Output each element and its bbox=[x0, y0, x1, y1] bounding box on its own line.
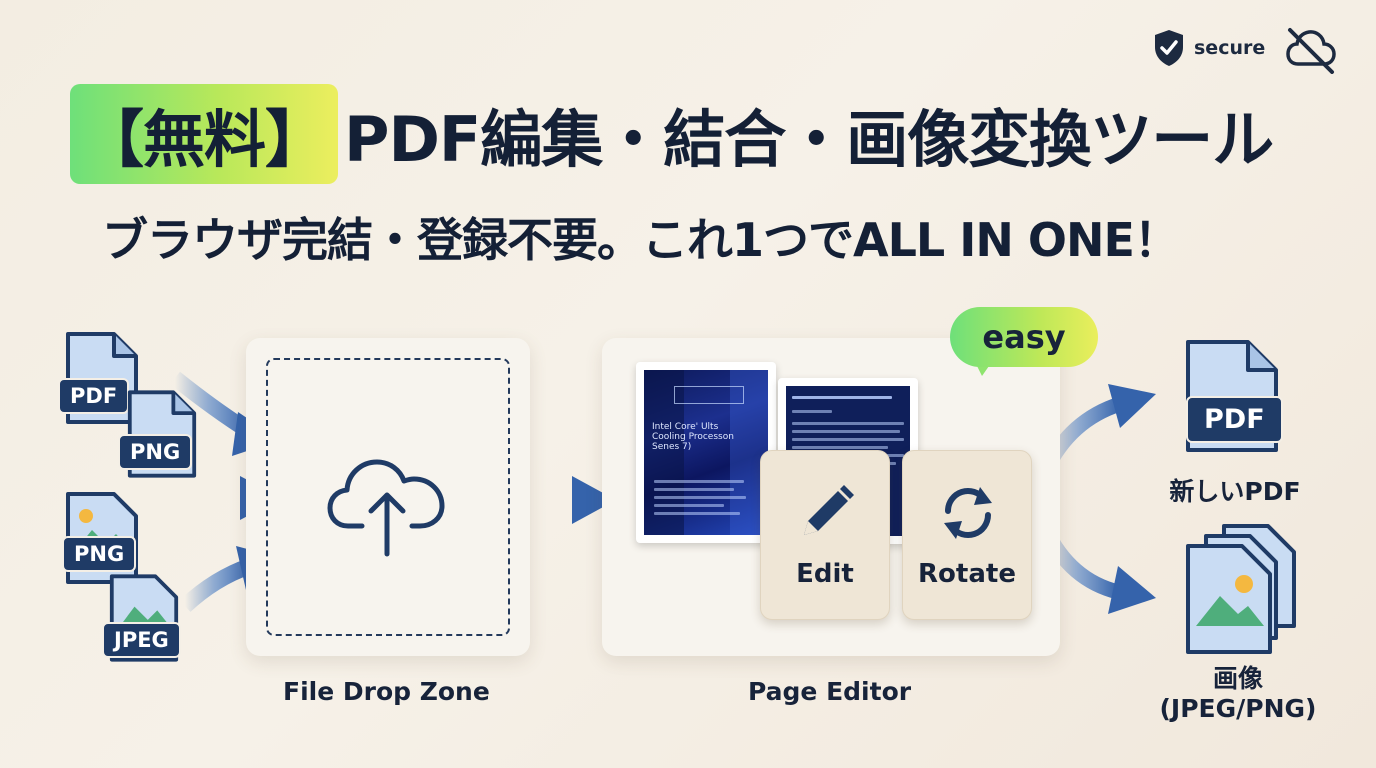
shield-check-icon bbox=[1155, 30, 1183, 66]
pencil-icon bbox=[804, 485, 854, 535]
file-type-tag: PDF bbox=[58, 378, 130, 414]
input-file-png: PNG bbox=[118, 388, 206, 488]
file-type-tag: PDF bbox=[1186, 396, 1283, 443]
editor-caption: Page Editor bbox=[748, 677, 912, 706]
rotate-icon bbox=[944, 487, 992, 539]
edit-button[interactable]: Edit bbox=[760, 450, 890, 620]
subtitle: ブラウザ完結・登録不要。これ1つでALL IN ONE！ bbox=[102, 213, 1180, 267]
free-badge: 【無料】 bbox=[70, 84, 339, 184]
thumbnail-text: Intel Core' Ults Cooling Processon Senes… bbox=[652, 422, 734, 452]
file-type-tag: PNG bbox=[118, 434, 193, 470]
cloud-off-icon bbox=[1286, 28, 1336, 74]
file-type-tag: PNG bbox=[62, 536, 137, 572]
arrow-to-pdf bbox=[1039, 384, 1156, 474]
output-pdf-label: 新しいPDF bbox=[1169, 477, 1301, 506]
main-title: 【無料】 PDF編集・結合・画像変換ツール bbox=[70, 84, 1274, 184]
secure-label: secure bbox=[1194, 37, 1266, 59]
dropzone-caption: File Drop Zone bbox=[283, 677, 490, 706]
page-thumbnail-image: Intel Core' Ults Cooling Processon Senes… bbox=[644, 370, 768, 535]
dropzone-dashed-border bbox=[266, 358, 510, 636]
output-image-label-line2: (JPEG/PNG) bbox=[1159, 694, 1317, 723]
easy-badge: easy bbox=[950, 307, 1098, 367]
edit-label: Edit bbox=[796, 559, 854, 589]
output-image-label: 画像 (JPEG/PNG) bbox=[1150, 664, 1326, 724]
output-pdf: PDF bbox=[1184, 338, 1284, 458]
output-images bbox=[1184, 522, 1300, 656]
image-stack-icon bbox=[1186, 524, 1296, 654]
page-thumbnail-1[interactable]: Intel Core' Ults Cooling Processon Senes… bbox=[636, 362, 776, 543]
input-file-pdf: PDF bbox=[58, 330, 144, 430]
secure-indicator: secure bbox=[1152, 28, 1265, 68]
arrow-to-image bbox=[1039, 526, 1156, 614]
input-image-jpeg: JPEG bbox=[102, 572, 188, 672]
title-text: PDF編集・結合・画像変換ツール bbox=[344, 103, 1274, 176]
file-type-tag: JPEG bbox=[102, 622, 181, 658]
input-image-png: PNG bbox=[62, 490, 144, 590]
output-image-label-line1: 画像 bbox=[1212, 664, 1263, 693]
rotate-label: Rotate bbox=[918, 559, 1016, 589]
rotate-button[interactable]: Rotate bbox=[902, 450, 1032, 620]
file-drop-zone[interactable] bbox=[246, 338, 530, 656]
cloud-upload-icon bbox=[327, 459, 445, 557]
